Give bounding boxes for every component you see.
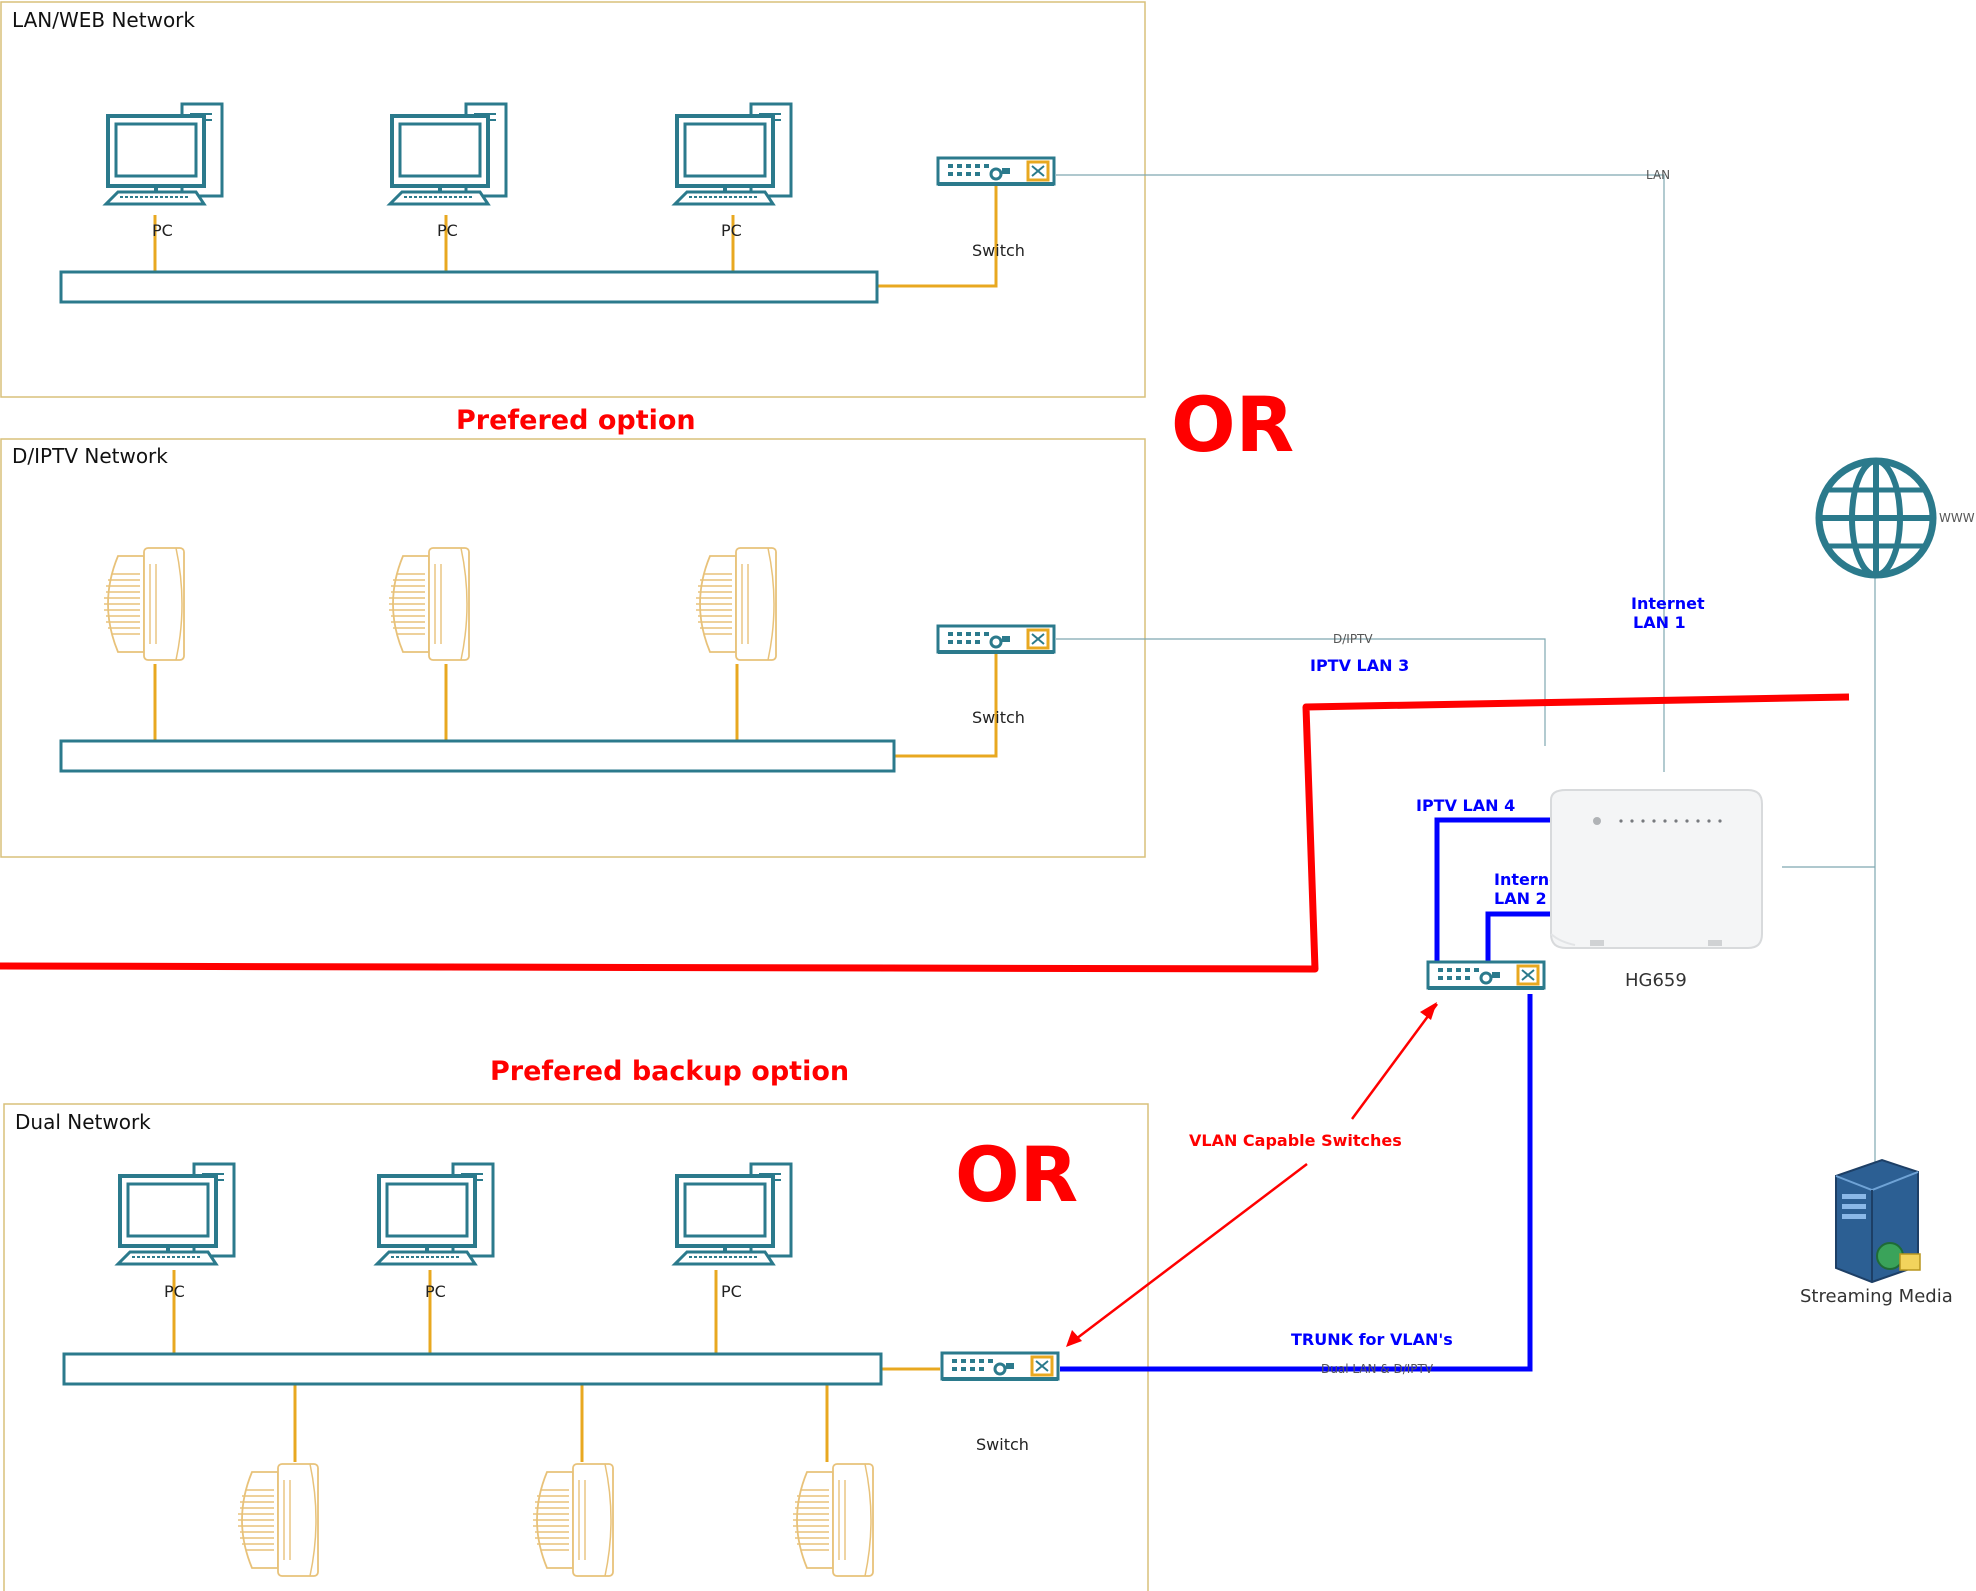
divider-line <box>0 693 1850 973</box>
lan-web-panel-title: LAN/WEB Network <box>12 8 195 32</box>
vlan-arrow-up <box>1350 1003 1439 1120</box>
iptv-panel-title: D/IPTV Network <box>12 444 168 468</box>
switch-label: Switch <box>976 1435 1029 1454</box>
arrowhead-icon <box>1420 1002 1437 1020</box>
router-label: HG659 <box>1625 970 1687 991</box>
lan-web-bus <box>59 270 879 304</box>
set-top-box-icon[interactable] <box>103 547 185 661</box>
iptv-lan3-label: IPTV LAN 3 <box>1310 656 1409 675</box>
network-switch-icon[interactable] <box>940 1351 1060 1381</box>
network-switch-icon[interactable] <box>936 156 1056 186</box>
streaming-media-label: Streaming Media <box>1800 1286 1953 1307</box>
or-label-bottom: OR <box>955 1130 1078 1219</box>
internet-lan1-label: Internet <box>1631 594 1705 613</box>
iptv-lan4-label: IPTV LAN 4 <box>1416 796 1515 815</box>
internet-lan1-label: LAN 1 <box>1633 613 1686 632</box>
trunk-label: TRUNK for VLAN's <box>1291 1330 1453 1349</box>
network-switch-icon[interactable] <box>1426 960 1546 990</box>
arrowhead-icon <box>1066 1330 1082 1347</box>
server-icon[interactable] <box>1835 1158 1921 1284</box>
desktop-pc-icon[interactable] <box>116 1162 236 1266</box>
vlan-capable-switches-label: VLAN Capable Switches <box>1189 1131 1402 1150</box>
trunk-link <box>1060 994 1533 1372</box>
set-top-box-icon[interactable] <box>237 1463 319 1577</box>
iptv-panel <box>0 438 1146 858</box>
prefered-option-label: Prefered option <box>456 405 696 436</box>
dual-bus <box>62 1352 883 1386</box>
vlan-arrow-down <box>1067 1163 1308 1346</box>
www-label: WWW <box>1939 511 1975 525</box>
set-top-box-icon[interactable] <box>388 547 470 661</box>
lan-link-label: LAN <box>1646 168 1670 182</box>
internet-lan2-label: LAN 2 <box>1494 889 1547 908</box>
or-label-top: OR <box>1171 380 1294 469</box>
desktop-pc-icon[interactable] <box>375 1162 495 1266</box>
dual-panel-title: Dual Network <box>15 1110 151 1134</box>
pc-label: PC <box>721 1282 742 1301</box>
set-top-box-icon[interactable] <box>532 1463 614 1577</box>
internet-lan2-link <box>1485 911 1551 969</box>
network-switch-icon[interactable] <box>936 624 1056 654</box>
pc-label: PC <box>152 221 173 240</box>
set-top-box-icon[interactable] <box>792 1463 874 1577</box>
iptv-lan4-link <box>1434 817 1551 969</box>
d-iptv-link-label: D/IPTV <box>1333 632 1373 646</box>
pc-label: PC <box>164 1282 185 1301</box>
desktop-pc-icon[interactable] <box>104 102 224 206</box>
lan-web-panel <box>0 1 1146 398</box>
internet-lan2-label: Internet <box>1494 870 1568 889</box>
pc-label: PC <box>721 221 742 240</box>
iptv-bus <box>59 739 896 773</box>
desktop-pc-icon[interactable] <box>388 102 508 206</box>
globe-icon[interactable] <box>1815 457 1937 579</box>
switch-label: Switch <box>972 241 1025 260</box>
router-icon[interactable] <box>1550 789 1763 949</box>
prefered-backup-option-label: Prefered backup option <box>490 1056 849 1087</box>
pc-label: PC <box>425 1282 446 1301</box>
switch-label: Switch <box>972 708 1025 727</box>
desktop-pc-icon[interactable] <box>673 1162 793 1266</box>
desktop-pc-icon[interactable] <box>673 102 793 206</box>
pc-label: PC <box>437 221 458 240</box>
set-top-box-icon[interactable] <box>695 547 777 661</box>
trunk-sublabel: Dual LAN & D/IPTV <box>1321 1362 1434 1376</box>
dual-panel <box>3 1103 1149 1591</box>
